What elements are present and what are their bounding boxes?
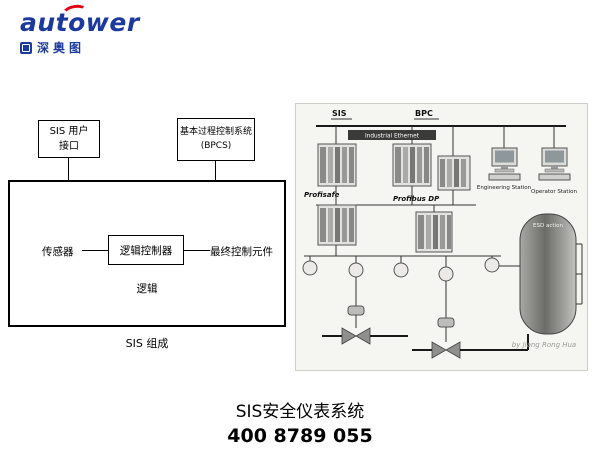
bpcs-label-line1: 基本过程控制系统 (179, 127, 252, 137)
engineering-station-label: Engineering Station (477, 185, 532, 191)
sis-architecture-svg: SIS BPC Industrial Ethernet (302, 109, 583, 359)
brand-name-chinese: 深奥图 (37, 41, 86, 55)
plc-rack-safety-1 (317, 143, 357, 187)
sis-boundary-rect: 传感器 逻辑控制器 最终控制元件 逻辑 (8, 180, 286, 327)
connector-line-sis-ui (68, 158, 69, 180)
brand-name: autower (20, 8, 140, 37)
bpcs-box: 基本过程控制系统 (BPCS) (177, 118, 255, 161)
bpc-network-label: BPC (415, 109, 433, 118)
remote-io-rack-2 (415, 211, 453, 253)
plc-rack-bpc (437, 155, 471, 191)
watermark-text: by Jiang Rong Hua (512, 341, 576, 349)
plc-rack-safety-2 (392, 143, 432, 187)
transmitter-1 (302, 256, 318, 276)
sis-user-interface-box: SIS 用户 接口 (38, 120, 100, 158)
sis-network-label: SIS (332, 109, 347, 118)
final-control-element-label: 最终控制元件 (210, 246, 273, 258)
remote-io-rack-1 (317, 204, 357, 246)
logic-label: 逻辑 (136, 283, 158, 295)
brand-square-icon (20, 41, 32, 54)
transmitter-4 (438, 256, 454, 282)
company-logo[interactable]: autower 深奥图 (20, 2, 150, 62)
industrial-ethernet-label: Industrial Ethernet (365, 134, 420, 140)
transmitter-5 (484, 256, 500, 273)
shutoff-valve-1 (341, 305, 371, 345)
operator-station-computer (538, 147, 571, 181)
transmitter-3 (393, 256, 409, 278)
sis-architecture-image: SIS BPC Industrial Ethernet (295, 103, 588, 371)
esd-action-label: ESD action (533, 223, 563, 229)
profisafe-label: Profisafe (304, 191, 340, 199)
connector-line-bpcs (215, 161, 216, 180)
industrial-ethernet-bar (348, 130, 436, 140)
sis-user-interface-label-line1: SIS 用户 (49, 126, 89, 137)
sensor-label: 传感器 (42, 246, 74, 258)
bpcs-label-line2: (BPCS) (200, 140, 232, 151)
connector-line-final (184, 250, 210, 251)
sis-user-interface-label-line2: 接口 (59, 141, 79, 152)
process-vessel (499, 213, 583, 335)
shutoff-valve-2 (431, 317, 461, 359)
connector-line-sensor (82, 250, 108, 251)
sis-composition-diagram: SIS 用户 接口 基本过程控制系统 (BPCS) 传感器 逻辑控制器 最终控制… (0, 95, 295, 365)
transmitter-2 (348, 256, 364, 278)
operator-station-label: Operator Station (531, 189, 577, 195)
phone-number: 400 8789 055 (227, 425, 373, 447)
profibus-dp-label: Profibus DP (393, 195, 440, 203)
page-title: SIS安全仪表系统 (235, 402, 365, 422)
diagram-caption: SIS 组成 (125, 337, 169, 350)
engineering-station-computer (488, 147, 521, 181)
logic-controller-box: 逻辑控制器 (108, 235, 184, 265)
